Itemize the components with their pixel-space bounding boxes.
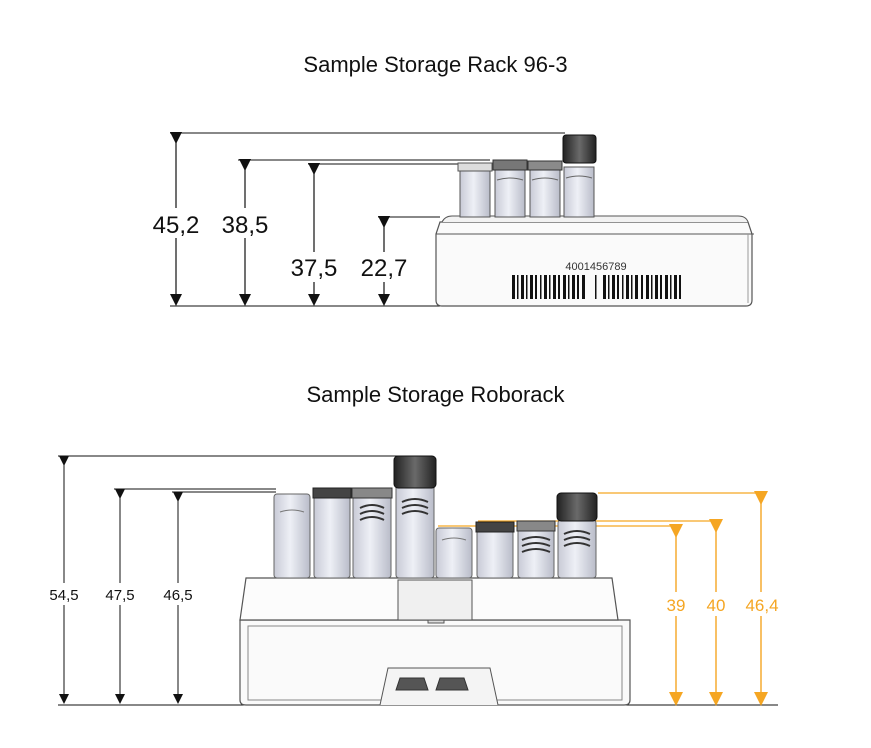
- title-roborack: Sample Storage Roborack: [306, 382, 565, 407]
- dim-38-5: 38,5: [222, 212, 269, 239]
- dim-47-5: 47,5: [105, 587, 134, 604]
- roborack-drawing: 54,5 47,5 46,5 39 40 46,4: [44, 455, 781, 706]
- dim-37-5: 37,5: [291, 255, 338, 282]
- barcode-number: 4001456789: [565, 261, 626, 273]
- barcode: [512, 275, 681, 299]
- dim-46-5: 46,5: [163, 587, 192, 604]
- title-rack-96-3: Sample Storage Rack 96-3: [303, 52, 568, 77]
- dim-40: 40: [707, 596, 726, 615]
- rack-tubes: [457, 134, 597, 218]
- dim-46-4: 46,4: [745, 596, 778, 615]
- dim-39: 39: [667, 596, 686, 615]
- roborack-tubes: [273, 455, 598, 579]
- dim-54-5: 54,5: [49, 587, 78, 604]
- dim-45-2: 45,2: [153, 212, 200, 239]
- dim-22-7: 22,7: [361, 255, 408, 282]
- rack-96-3-drawing: 45,2 38,5 37,5 22,7 4001456789: [146, 132, 754, 307]
